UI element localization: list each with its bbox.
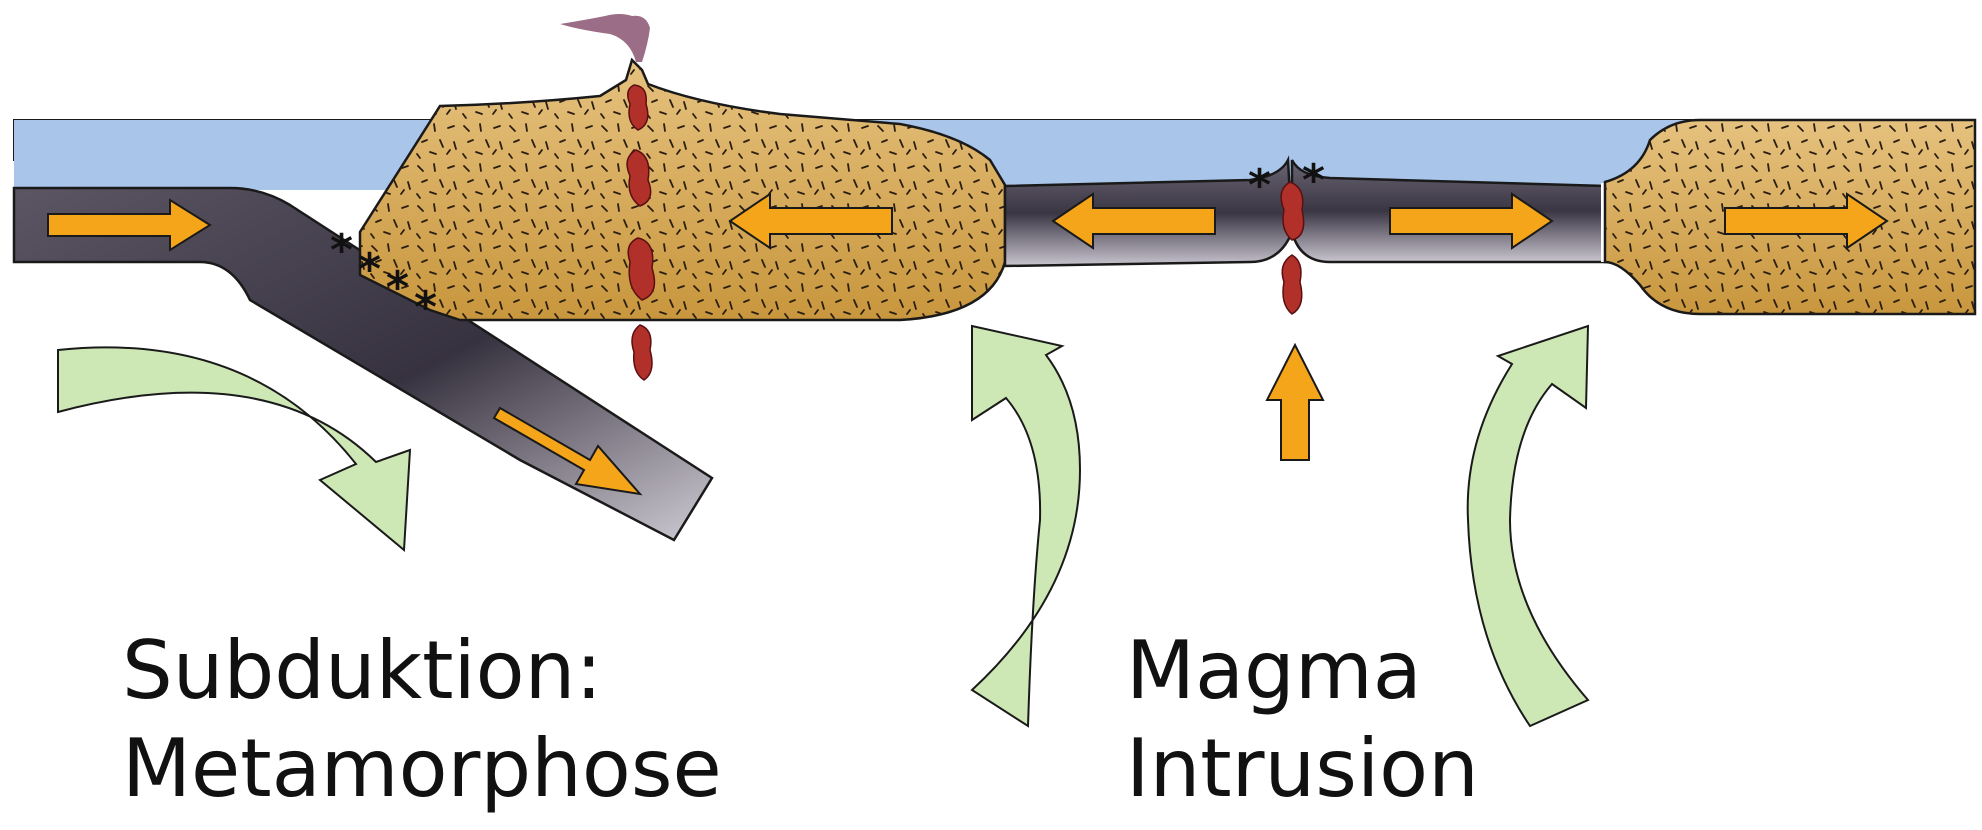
intrusion-label-line2: Intrusion [1126, 720, 1479, 818]
svg-text:*: * [358, 244, 381, 295]
arrow-up-icon [1267, 345, 1323, 460]
svg-text:*: * [414, 282, 437, 333]
continental-crust-texture [360, 60, 1005, 320]
svg-text:*: * [1302, 155, 1325, 206]
subduction-label: Subduktion: Metamorphose [122, 622, 722, 818]
svg-text:*: * [1248, 160, 1271, 211]
intrusion-label: Magma Intrusion [1126, 622, 1479, 818]
subduction-label-line2: Metamorphose [122, 720, 722, 818]
volcanic-ash-plume [560, 14, 650, 62]
svg-text:*: * [330, 225, 353, 276]
intrusion-label-line1: Magma [1126, 622, 1479, 720]
curved-arrow-up-icon [972, 326, 1080, 726]
subduction-label-line1: Subduktion: [122, 622, 722, 720]
svg-text:*: * [386, 262, 409, 313]
curved-arrow-down-icon [58, 347, 410, 550]
curved-arrow-up-icon [1468, 326, 1588, 726]
